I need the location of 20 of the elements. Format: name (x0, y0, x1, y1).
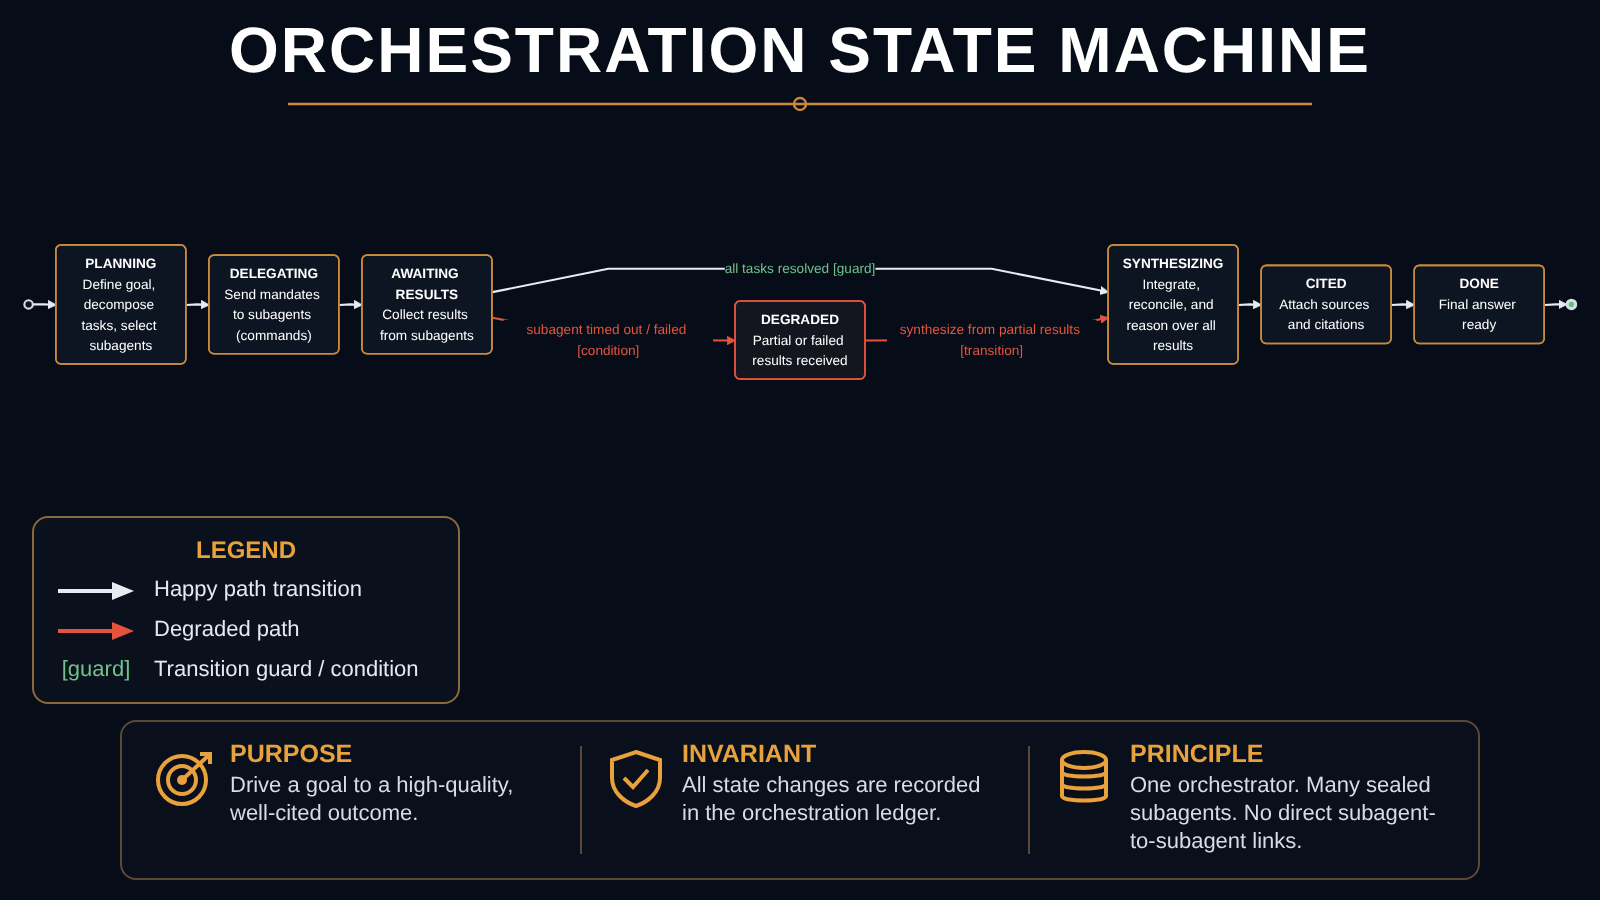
arrow (1544, 299, 1568, 309)
section-heading: PURPOSE (230, 740, 353, 768)
legend-text: Degraded path (154, 618, 300, 642)
legend-text: Transition guard / condition (154, 658, 419, 682)
node-circle (23, 299, 34, 310)
arrow (339, 299, 363, 310)
section-text: One orchestrator. Many sealed subagents. No direct subagent-to-subagent links. (1130, 772, 1438, 856)
arrow (32, 299, 57, 310)
legend-title: LEGEND (195, 536, 296, 564)
section-heading: INVARIANT (682, 740, 817, 768)
section-text: Drive a goal to a high-quality, well-cited outcome. (230, 772, 516, 828)
arrow (1391, 299, 1416, 310)
guard-key: [guard] (58, 658, 134, 682)
legend-text: Happy path transition (154, 578, 362, 602)
arrow (186, 299, 210, 310)
title: ORCHESTRATION STATE MACHINE (229, 12, 1371, 88)
arrow (1238, 299, 1263, 310)
node-circle (1565, 298, 1578, 311)
section-text: All state changes are recorded in the orchestration ledger. (682, 772, 983, 828)
section-heading: PRINCIPLE (1130, 740, 1264, 768)
